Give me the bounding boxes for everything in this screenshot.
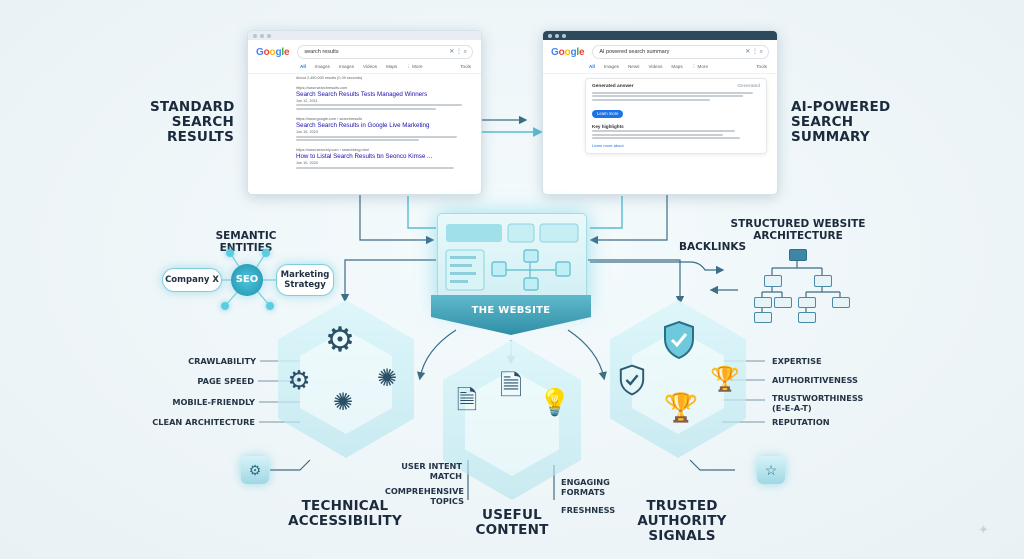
tab-videos[interactable]: Videos	[648, 64, 663, 69]
gear-chip-icon: ⚙	[241, 456, 269, 484]
tab-images[interactable]: Images	[314, 64, 330, 69]
arch-node	[814, 275, 832, 287]
ai-search-browser: Google AI powered search summary✕ ⋮ ⌕ Al…	[542, 30, 778, 195]
gear-icon: ⚙	[324, 321, 356, 359]
tab-tools[interactable]: Tools	[460, 64, 471, 69]
website-block: THE WEBSITE	[431, 213, 591, 353]
arch-node	[754, 312, 772, 323]
arch-node	[774, 297, 792, 308]
tab-tools[interactable]: Tools	[756, 64, 767, 69]
arch-node	[832, 297, 850, 308]
star-chip-icon: ☆	[757, 456, 785, 484]
entity-dot	[262, 249, 270, 257]
result-stats: About 2,450,000 results (0.39 seconds)	[296, 76, 363, 80]
trophy-icon: 🏆	[710, 365, 740, 393]
entity-company-x: Company X	[162, 268, 222, 292]
entity-dot	[221, 302, 229, 310]
document-icon: 🗎	[499, 370, 523, 401]
tech-item-clean-architecture: CLEAN ARCHITECTURE	[152, 417, 255, 427]
content-item-comprehensive-topics: COMPREHENSIVE TOPICS	[384, 486, 464, 506]
ai-box-title: Generated answer	[592, 84, 634, 89]
content-item-freshness: FRESHNESS	[561, 505, 616, 515]
search-tabs: All Images Images Videos Maps ⋮ More Too…	[248, 62, 481, 74]
document-icon: 🗎	[456, 385, 478, 415]
search-icon[interactable]: ✕ ⋮ ⌕	[449, 49, 467, 55]
search-input[interactable]: search results✕ ⋮ ⌕	[297, 45, 473, 59]
content-item-engaging-formats: ENGAGING FORMATS	[561, 477, 610, 497]
google-logo: Google	[551, 46, 585, 58]
tab-more[interactable]: ⋮ More	[691, 64, 708, 69]
tab-more[interactable]: ⋮ More	[406, 64, 423, 69]
arch-node	[798, 297, 816, 308]
trust-item-reputation: REPUTATION	[772, 417, 830, 427]
tab-all[interactable]: All	[589, 64, 595, 69]
trust-item-trustworthiness: TRUSTWORTHINESS (E-E-A-T)	[772, 393, 864, 413]
tab-images-2[interactable]: Images	[338, 64, 355, 69]
technical-hexagon-inner	[300, 330, 392, 434]
learn-more-link[interactable]: Learn more about	[592, 142, 624, 148]
sparkle-icon: ✦	[978, 522, 989, 537]
search-input[interactable]: AI powered search summary✕ ⋮ ⌕	[592, 45, 769, 59]
search-result[interactable]: https://www.google.com › searchresults S…	[248, 114, 481, 145]
tab-news[interactable]: News	[627, 64, 640, 69]
key-highlights-heading: Key highlights	[592, 123, 624, 129]
lightbulb-icon: 💡	[538, 386, 572, 417]
entity-seo: SEO	[231, 264, 263, 296]
content-item-user-intent: USER INTENT MATCH	[401, 461, 462, 481]
trusted-authority-heading: TRUSTED AUTHORITY SIGNALS	[637, 498, 727, 544]
result-title-link[interactable]: Search Search Results Tests Managed Winn…	[296, 91, 428, 98]
structured-architecture-heading: STRUCTURED WEBSITE ARCHITECTURE	[730, 218, 866, 242]
gear-icon: ⚙	[287, 364, 311, 395]
search-result[interactable]: https://www.searchly.com › searchblog.ht…	[248, 145, 481, 173]
result-title-link[interactable]: How to Listal Search Results bn Seonco K…	[296, 153, 433, 161]
entity-dot	[226, 249, 234, 257]
browser-titlebar	[248, 31, 481, 40]
tab-images[interactable]: Images	[603, 64, 619, 69]
semantic-entities-heading: SEMANTIC ENTITIES	[215, 230, 277, 254]
arch-root-node	[789, 249, 807, 261]
network-icon: ✺	[376, 364, 398, 392]
tab-all[interactable]: All	[300, 64, 306, 69]
entity-dot	[266, 302, 274, 310]
google-logo: Google	[256, 46, 290, 58]
tech-item-mobile-friendly: MOBILE-FRIENDLY	[172, 397, 255, 407]
tab-maps[interactable]: Maps	[386, 64, 398, 69]
learn-more-button[interactable]: Learn more	[592, 109, 624, 118]
tech-item-crawlability: CRAWLABILITY	[188, 356, 256, 366]
arch-node	[798, 312, 816, 323]
useful-content-heading: USEFUL CONTENT	[475, 507, 549, 538]
search-result[interactable]: https://www.searchresults.com Search Sea…	[248, 83, 481, 114]
ai-box-tag: Generated	[737, 84, 760, 89]
website-wireframe	[445, 223, 579, 291]
trust-item-expertise: EXPERTISE	[772, 356, 822, 366]
search-icon[interactable]: ✕ ⋮ ⌕	[745, 49, 763, 55]
trust-item-authoritiveness: AUTHORITIVENESS	[772, 375, 858, 385]
browser-titlebar	[543, 31, 777, 40]
shield-check-icon	[618, 364, 646, 396]
tech-item-page-speed: PAGE SPEED	[197, 376, 254, 386]
ai-search-summary-heading: AI-POWERED SEARCH SUMMARY	[791, 99, 891, 145]
website-label: THE WEBSITE	[431, 295, 591, 335]
result-title-link[interactable]: Search Search Results in Google Live Mar…	[296, 122, 430, 130]
standard-search-browser: Google search results✕ ⋮ ⌕ All Images Im…	[247, 30, 482, 195]
ai-overview-box: Generated answer Generated Learn more Key…	[585, 78, 767, 154]
search-tabs: All Images News Videos Maps ⋮ More Tools	[543, 62, 777, 74]
shield-check-icon	[662, 320, 696, 360]
tab-maps[interactable]: Maps	[671, 64, 683, 69]
arch-node	[754, 297, 772, 308]
tab-videos[interactable]: Videos	[363, 64, 377, 69]
backlinks-heading: BACKLINKS	[679, 241, 747, 253]
arch-node	[764, 275, 782, 287]
standard-search-results-heading: STANDARD SEARCH RESULTS	[150, 99, 235, 145]
technical-accessibility-heading: TECHNICAL ACCESSIBILITY	[288, 498, 402, 529]
trophy-icon: 🏆	[663, 391, 699, 423]
entity-marketing-strategy: Marketing Strategy	[276, 264, 334, 296]
network-icon: ✺	[332, 388, 354, 416]
